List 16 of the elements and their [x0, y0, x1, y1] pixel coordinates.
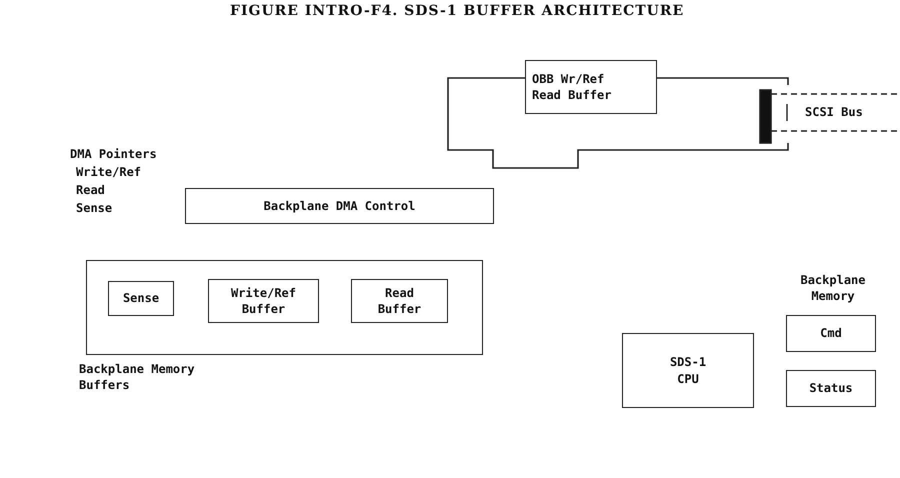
- pointer-label: Sense: [76, 200, 112, 216]
- buffer-box: Write/Ref Buffer: [208, 279, 319, 323]
- bus-label: SCSI Bus: [805, 104, 863, 120]
- control-box: Backplane DMA Control: [185, 188, 494, 224]
- pointer-label: DMA Pointers: [70, 146, 157, 162]
- cpu-box: SDS-1 CPU: [622, 333, 754, 408]
- memory-box: Status: [786, 370, 876, 407]
- memory-label: Backplane Memory: [799, 272, 867, 304]
- group-caption: Backplane Memory Buffers: [79, 361, 196, 394]
- buffer-box: Sense: [108, 281, 174, 316]
- pointer-label: Write/Ref: [76, 164, 142, 180]
- buffer-box: OBB Wr/Ref Read Buffer: [525, 60, 657, 114]
- pointer-label: Read: [76, 182, 105, 198]
- buffer-box: Read Buffer: [351, 279, 448, 323]
- figure-title: FIGURE INTRO-F4. SDS-1 BUFFER ARCHITECTURE: [230, 2, 684, 21]
- memory-box: Cmd: [786, 315, 876, 352]
